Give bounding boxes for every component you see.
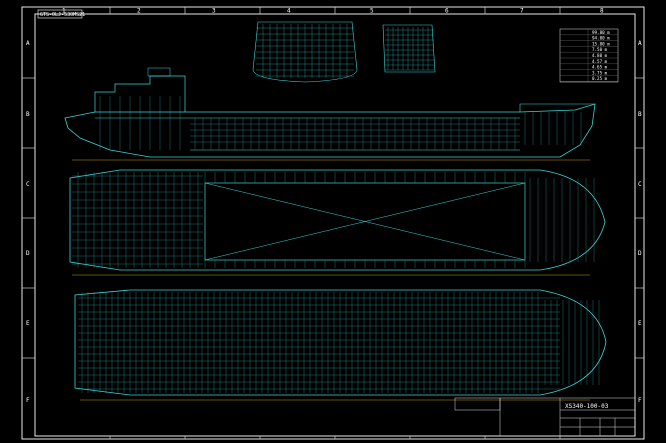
row-label-A-right: A [638, 40, 642, 47]
lower-deck-plan-view [74, 289, 607, 401]
principal-particulars-table: 99.80 m94.00 m15.80 m7.50 m4.80 m4.57 m4… [559, 28, 619, 83]
particular-value: 99.80 m [592, 30, 610, 35]
title-block [454, 397, 636, 437]
particular-value: 4.80 m [592, 53, 608, 58]
particular-value: 0.25 m [592, 76, 608, 81]
col-label-3: 3 [212, 8, 216, 15]
col-label-6: 6 [445, 8, 449, 15]
col-label-2: 2 [137, 8, 141, 15]
particular-value: 4.57 m [592, 59, 608, 64]
lower-plan-outline [74, 289, 607, 396]
ref-code-box [37, 9, 83, 19]
col-label-4: 4 [287, 8, 291, 15]
particular-value: 7.50 m [592, 47, 608, 52]
outer-frame [21, 6, 645, 440]
midship-section-view [252, 21, 358, 83]
ref-code: GTS-OLJ-530MS21 [40, 12, 85, 18]
drawing-number: XS340-100-03 [565, 403, 609, 410]
superstructure [94, 75, 186, 112]
row-label-C: C [26, 181, 30, 188]
row-label-D: D [26, 250, 30, 257]
deck-plan-view [69, 169, 606, 276]
profile-view [64, 67, 596, 161]
col-label-5: 5 [370, 8, 374, 15]
row-label-D-right: D [638, 250, 642, 257]
profile-hull-outline [64, 103, 596, 158]
row-label-B-right: B [638, 111, 642, 118]
row-label-F: F [26, 397, 30, 404]
column-grid [109, 7, 561, 439]
row-label-E-right: E [638, 320, 642, 327]
row-label-C-right: C [638, 181, 642, 188]
bulkhead-section-view [382, 24, 436, 73]
deck-plan-outline [69, 169, 606, 271]
col-label-8: 8 [600, 8, 604, 15]
row-label-B: B [26, 111, 30, 118]
row-label-F-right: F [638, 397, 642, 404]
col-label-1: 1 [62, 8, 66, 15]
row-label-E: E [26, 320, 30, 327]
particular-value: 94.00 m [592, 36, 610, 41]
particular-value: 3.75 m [592, 70, 608, 75]
row-label-A: A [26, 40, 30, 47]
particular-value: 4.65 m [592, 65, 608, 70]
row-grid [22, 77, 644, 359]
particular-value: 15.80 m [592, 41, 610, 46]
col-label-7: 7 [520, 8, 524, 15]
